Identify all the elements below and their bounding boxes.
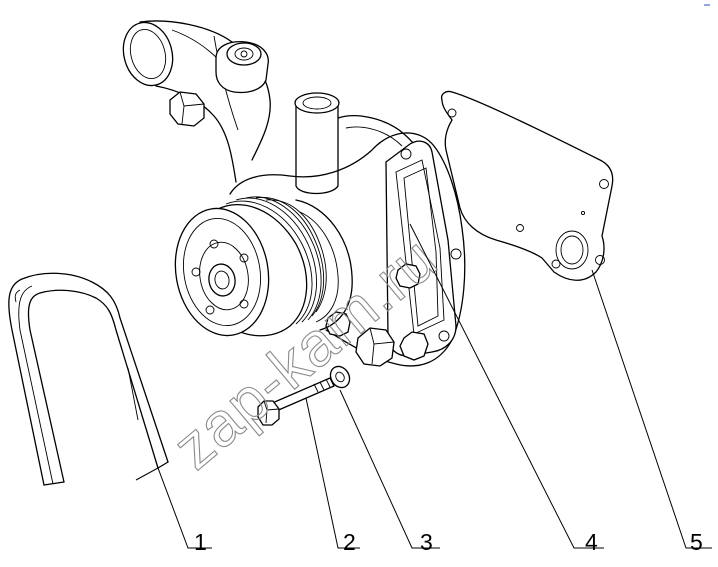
gasket (440, 90, 614, 281)
callout-5: 5 (690, 529, 703, 555)
callout-4: 4 (585, 529, 598, 555)
water-pump-assembly (122, 20, 466, 367)
callout-labels: 1 2 3 4 5 (194, 529, 703, 555)
callout-1: 1 (194, 529, 207, 555)
callout-2: 2 (343, 529, 356, 555)
leader-line-4 (409, 223, 604, 549)
leader-line-1 (135, 467, 212, 549)
leader-lines (135, 223, 712, 549)
callout-3: 3 (420, 529, 433, 555)
leader-line-3 (339, 389, 440, 549)
leader-line-2 (305, 397, 360, 549)
washer (329, 365, 351, 389)
leader-line-5 (591, 269, 712, 549)
drive-belt (8, 272, 169, 486)
